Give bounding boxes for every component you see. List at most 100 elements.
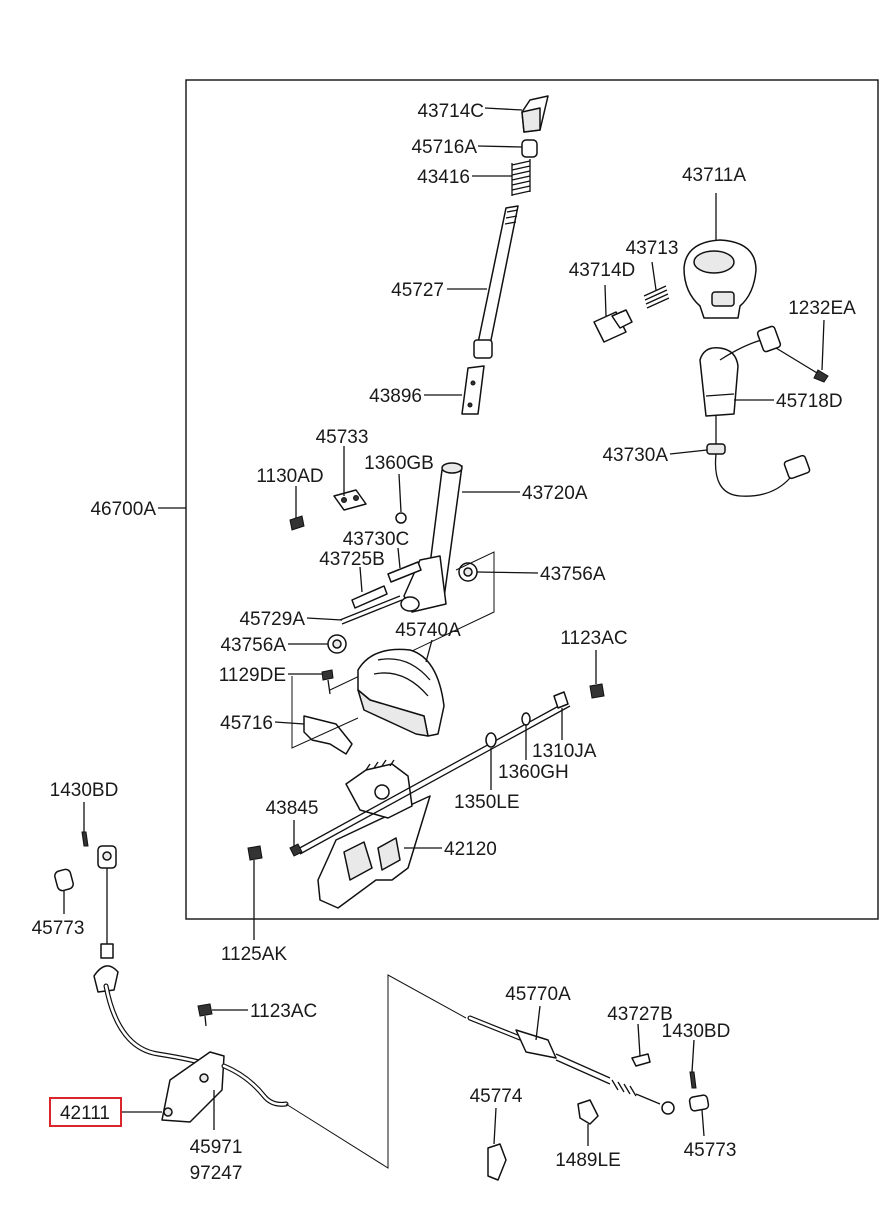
label-1360GB: 1360GB bbox=[364, 453, 434, 474]
cover-part-45740A bbox=[357, 648, 445, 737]
bolt-part-1125AK bbox=[247, 845, 263, 861]
highlight-box-42111[interactable] bbox=[49, 1097, 122, 1127]
nut-part-1310JA bbox=[553, 691, 569, 709]
leader-43727B bbox=[637, 1023, 641, 1057]
lever-tube-opening bbox=[441, 462, 463, 474]
clip-part-45773-left bbox=[54, 868, 74, 892]
bracket-hole bbox=[199, 1073, 209, 1083]
label-43756A-left: 43756A bbox=[220, 635, 286, 656]
rod-knurl bbox=[504, 209, 519, 225]
leader-45774 bbox=[493, 1107, 497, 1145]
detent-bracket-line bbox=[291, 676, 359, 749]
button-part-43714D-stem bbox=[611, 309, 633, 329]
pivot-boss bbox=[374, 784, 390, 800]
label-43730A: 43730A bbox=[602, 445, 668, 466]
leader-lines bbox=[63, 107, 825, 1146]
label-1123AC-bottom: 1123AC bbox=[250, 1001, 317, 1022]
nut-part-1360GB bbox=[395, 512, 407, 524]
bolt-part-1123AC-top bbox=[589, 683, 605, 699]
label-1123AC-top: 1123AC bbox=[560, 628, 627, 649]
leader-43730A bbox=[669, 449, 708, 455]
screw-head-1232EA bbox=[813, 369, 829, 383]
label-43845: 43845 bbox=[266, 798, 319, 819]
detent-teeth bbox=[365, 759, 395, 771]
label-1430BD-right: 1430BD bbox=[662, 1021, 731, 1042]
pivot-shaft bbox=[295, 701, 571, 855]
label-1360GH: 1360GH bbox=[498, 762, 569, 783]
washer-part-1350LE bbox=[485, 732, 497, 748]
label-45729A: 45729A bbox=[239, 609, 305, 630]
cable-end-rod bbox=[635, 1093, 661, 1105]
label-45740A: 45740A bbox=[395, 620, 461, 641]
label-1430BD-left: 1430BD bbox=[50, 780, 119, 801]
label-45718D: 45718D bbox=[776, 391, 843, 412]
knob-top-recess bbox=[693, 250, 735, 274]
clip-part-43727B bbox=[631, 1053, 651, 1067]
pin-part-1430BD-left bbox=[81, 831, 89, 847]
leader-43714C bbox=[484, 107, 523, 111]
boot-part-45718D bbox=[699, 347, 739, 417]
part-labels: 43714C 45716A 43416 45727 43896 43711A 4… bbox=[32, 101, 857, 1184]
grommet-part-43730A bbox=[706, 443, 726, 455]
label-1232EA: 1232EA bbox=[788, 298, 856, 319]
washer-part-1360GH bbox=[521, 712, 531, 726]
label-45773-left: 45773 bbox=[32, 918, 85, 939]
leader-45770A bbox=[535, 1005, 541, 1041]
rod-part-45727 bbox=[477, 205, 519, 346]
label-42111[interactable]: 42111 bbox=[60, 1103, 110, 1124]
clip-part-1489LE bbox=[577, 1099, 599, 1125]
shift-lever-assembly bbox=[247, 462, 605, 909]
leader-45773-right bbox=[701, 1109, 705, 1137]
leader-43730C bbox=[397, 547, 401, 569]
bolt-part-1130AD bbox=[289, 515, 305, 531]
bracket-hole-2 bbox=[163, 1107, 173, 1117]
plate-hole bbox=[341, 497, 347, 503]
label-46700A: 46700A bbox=[90, 499, 156, 520]
leader-45716A bbox=[477, 145, 523, 148]
label-45770A: 45770A bbox=[505, 984, 571, 1005]
label-43896: 43896 bbox=[369, 386, 422, 407]
cover-ribs bbox=[373, 658, 431, 697]
clip-part-45774 bbox=[487, 1143, 507, 1181]
cable-outer-end bbox=[555, 1053, 611, 1085]
shaft-head-43845 bbox=[289, 843, 303, 857]
pin-part-45729A bbox=[339, 595, 403, 625]
wire-connector bbox=[756, 325, 782, 353]
cable-rod-sleeve bbox=[100, 943, 114, 959]
leader-43725B bbox=[359, 566, 363, 593]
cover-flange bbox=[357, 689, 429, 737]
spring-part-43713 bbox=[643, 285, 670, 309]
label-1129DE: 1129DE bbox=[219, 665, 286, 686]
label-43756A-right: 43756A bbox=[540, 564, 606, 585]
pin-part-43725B bbox=[351, 585, 388, 609]
rod-hole bbox=[470, 380, 476, 386]
label-1130AD: 1130AD bbox=[256, 466, 323, 487]
cable-end-eye-hole bbox=[102, 851, 112, 861]
label-43725B: 43725B bbox=[319, 549, 385, 570]
label-43727B: 43727B bbox=[607, 1004, 673, 1025]
rod-part-43896 bbox=[461, 365, 485, 415]
bolt-part-1123AC-bottom bbox=[197, 1003, 213, 1017]
leader-43713 bbox=[651, 261, 657, 291]
label-43714C: 43714C bbox=[417, 101, 484, 122]
label-45716A: 45716A bbox=[411, 137, 477, 158]
leader-1430BD-right bbox=[691, 1039, 695, 1073]
label-42120: 42120 bbox=[444, 839, 497, 860]
cable-sheath-continued-inner bbox=[222, 1064, 288, 1106]
cable-ferrule-45770A bbox=[515, 1029, 557, 1059]
rod-end-collar bbox=[473, 339, 493, 359]
harness-wire bbox=[714, 453, 791, 497]
button-part-43714C-side bbox=[521, 107, 541, 133]
screw-part-1232EA bbox=[775, 347, 823, 377]
lever-base-hole bbox=[400, 596, 420, 612]
label-45971: 45971 bbox=[190, 1137, 243, 1158]
cable-break-lines bbox=[285, 974, 467, 1169]
label-45773-right: 45773 bbox=[684, 1140, 737, 1161]
shift-rod-assembly bbox=[461, 95, 549, 415]
shift-knob-assembly bbox=[593, 239, 829, 497]
label-1310JA: 1310JA bbox=[532, 741, 597, 762]
bracket-part-45971 bbox=[161, 1051, 225, 1123]
cable-end-assembly bbox=[467, 1015, 710, 1181]
screw-shank-1129DE bbox=[327, 679, 331, 695]
label-43730C: 43730C bbox=[343, 529, 410, 550]
